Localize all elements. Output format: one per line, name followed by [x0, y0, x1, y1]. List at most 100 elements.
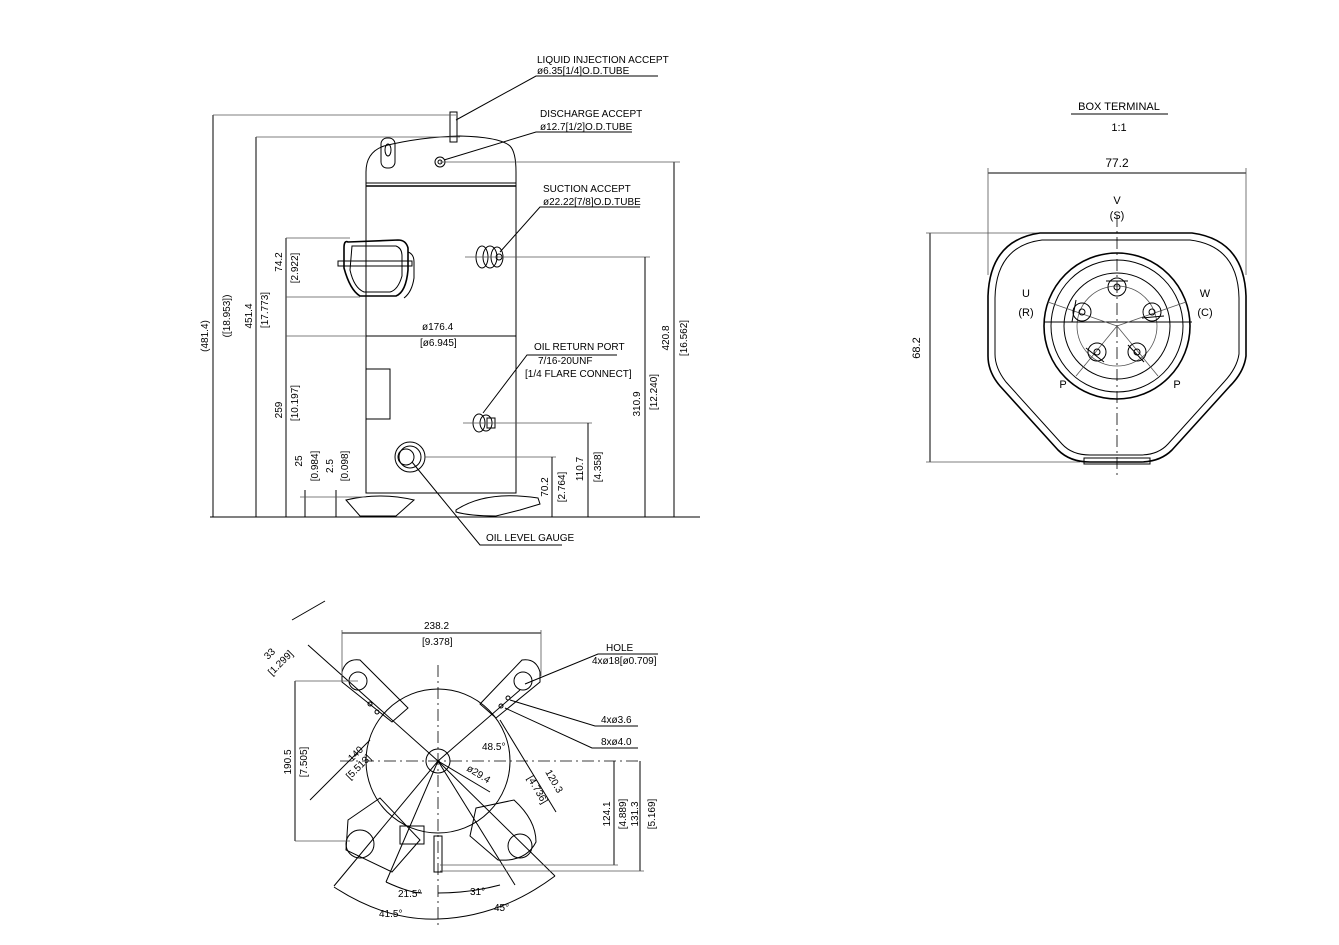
compressor-shell: [365, 135, 517, 494]
bottom-stub: [433, 835, 443, 873]
oil-return-title: OIL RETURN PORT: [534, 342, 625, 353]
mounting-foot-left: [345, 495, 416, 517]
lifting-lug: [380, 137, 396, 169]
hole-title: HOLE: [606, 643, 634, 654]
leader-suction: [499, 206, 640, 253]
oil-return-spec2: [1/4 FLARE CONNECT]: [525, 369, 632, 380]
arc-31: [437, 884, 501, 894]
small-hole-2: [374, 709, 380, 715]
arc-45: [437, 875, 556, 920]
ray-w: [1116, 301, 1187, 327]
terminal-box-scale: 1:1: [1111, 122, 1126, 134]
ray-bottom-right-b: [437, 760, 556, 877]
leader-small-holes-b: [504, 707, 638, 749]
terminal-pin-u: [1071, 299, 1092, 323]
terminal-box-edge: [403, 251, 415, 299]
dim-diameter-in: [ø6.945]: [420, 338, 457, 349]
ray-bottom-left-a: [333, 760, 439, 887]
suction-fitting: [465, 245, 650, 269]
dim-foot-height: 25: [294, 455, 305, 467]
terminal-box-inner: [349, 245, 403, 293]
bottom-view: [291, 600, 658, 925]
label-w: W: [1200, 288, 1211, 300]
liquid-injection-title: LIQUID INJECTION ACCEPT: [537, 55, 669, 66]
leader-small-holes-a: [509, 699, 638, 727]
leader-oil-return: [482, 354, 617, 414]
dim-foot-height-in: [0.984]: [310, 450, 321, 481]
dim-width: 238.2: [424, 621, 449, 632]
dim-box-height: 68.2: [911, 337, 923, 358]
mount-hole-bottom-right: [507, 833, 533, 859]
small-holes-b: 8xø4.0: [601, 737, 632, 748]
center-dia: ø29.4: [464, 763, 492, 786]
dim-discharge-height: 420.8: [661, 325, 672, 350]
liquid-injection-tube: [449, 111, 458, 143]
ray-top-right: [437, 689, 521, 762]
ray-u: [1047, 301, 1118, 327]
dim-overall-height-in: ([18.953]): [222, 295, 233, 338]
nameplate: [365, 368, 391, 420]
lug-hole: [384, 143, 392, 157]
ray-p-right: [1116, 325, 1159, 377]
mount-hole-top-right: [513, 671, 533, 691]
suction-title: SUCTION ACCEPT: [543, 184, 631, 195]
dim-box-center: 259: [274, 401, 285, 418]
leader-oil-level: [411, 461, 562, 546]
ray-p-left: [1075, 325, 1118, 377]
label-p-right: P: [1173, 379, 1180, 391]
ray-center-dia: [437, 760, 491, 793]
foot-arm-top-left: [341, 659, 409, 723]
dim-shell-height: 451.4: [244, 303, 255, 328]
terminal-housing-inner: [994, 239, 1240, 456]
terminal-pin-p-right: [1127, 342, 1147, 363]
terminal-pin-v: [1106, 277, 1128, 297]
ray-bottom-left-b: [385, 760, 439, 883]
angle-415: 41.5°: [379, 909, 402, 920]
angle-top: 48.5°: [482, 742, 505, 753]
angle-45: 45°: [494, 903, 509, 914]
terminal-box-strap: [337, 260, 413, 267]
terminal-pin-w: [1141, 302, 1165, 322]
dim-offset-a-in: [4.889]: [618, 798, 629, 829]
arc-215: [385, 881, 423, 894]
terminal-cover-detail: [399, 825, 425, 845]
dim-box-height-in: [2.922]: [290, 252, 301, 283]
dim-discharge-height-in: [16.562]: [679, 320, 690, 356]
label-p-left: P: [1059, 379, 1066, 391]
dim-offset-b-in: [5.169]: [647, 798, 658, 829]
terminal-pin-p-left: [1085, 342, 1107, 363]
discharge-title: DISCHARGE ACCEPT: [540, 109, 642, 120]
arc-415: [333, 886, 439, 920]
foot-arm-top-right: [479, 659, 541, 719]
dim-depth-in: [7.505]: [299, 746, 310, 777]
ray-bottom-right-a: [437, 760, 516, 886]
dim-radius-b: 120.3: [542, 768, 564, 796]
dim-foot-thk: 2.5: [325, 459, 336, 473]
suction-spec: ø22.22[7/8]O.D.TUBE: [543, 197, 641, 208]
dim-box-height: 74.2: [274, 252, 285, 272]
label-s: (S): [1110, 210, 1125, 222]
oil-return-spec1: 7/16-20UNF: [538, 356, 592, 367]
discharge-spec: ø12.7[1/2]O.D.TUBE: [540, 122, 633, 133]
dim-shell-height-in: [17.773]: [260, 292, 271, 328]
dim-line-radius-a: [309, 739, 371, 801]
dim-offset-b: 131.3: [630, 801, 641, 826]
label-v: V: [1113, 195, 1121, 207]
terminal-housing-outer: [987, 232, 1247, 463]
dim-gauge-height: 70.2: [540, 477, 551, 497]
ray-top-left: [307, 644, 439, 762]
dim-box-width: 77.2: [1105, 156, 1129, 170]
label-r: (R): [1018, 307, 1033, 319]
mount-hole-bottom-left: [345, 829, 375, 859]
terminal-box-side: [343, 239, 409, 297]
dim-box-center-in: [10.197]: [290, 385, 301, 421]
dim-depth: 190.5: [283, 749, 294, 774]
leader-hole: [524, 653, 658, 685]
dim-diameter: ø176.4: [422, 322, 454, 333]
oil-level-title: OIL LEVEL GAUGE: [486, 533, 575, 544]
side-view: [210, 75, 700, 546]
small-holes-a: 4xø3.6: [601, 715, 632, 726]
dim-overall-height: (481.4): [200, 320, 211, 352]
oil-return-fitting: [463, 413, 592, 433]
